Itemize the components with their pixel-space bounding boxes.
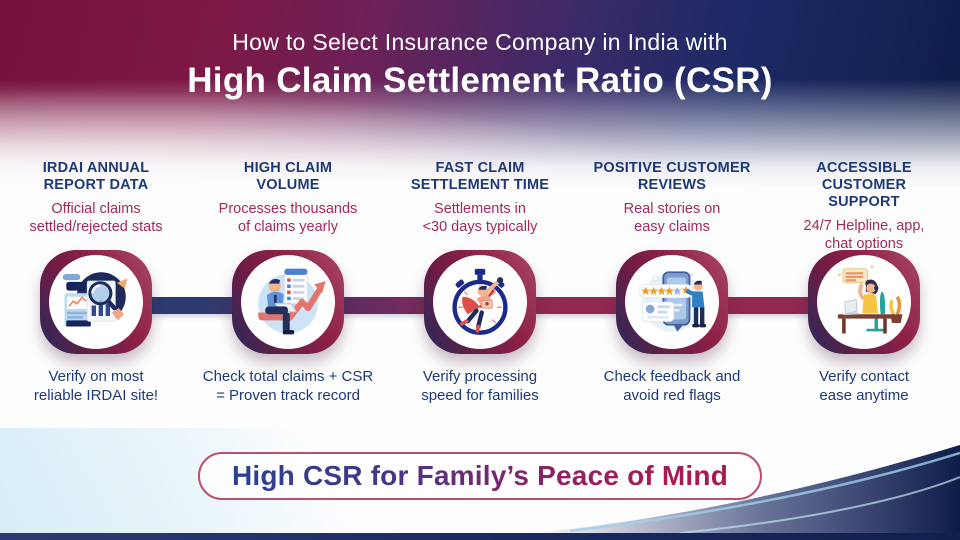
icon-badge-support bbox=[808, 250, 920, 354]
conclusion-banner-text: High CSR for Family’s Peace of Mind bbox=[231, 460, 729, 491]
conclusion-banner: High CSR for Family’s Peace of Mind bbox=[197, 452, 763, 500]
support-agent-icon bbox=[837, 265, 903, 334]
claims-growth-icon bbox=[258, 268, 326, 335]
icon-badge-speed bbox=[424, 250, 536, 354]
title-intro: How to Select Insurance Company in India… bbox=[232, 29, 728, 55]
page-title: High Claim Settlement Ratio (CSR) bbox=[187, 60, 773, 100]
report-analysis-icon bbox=[62, 272, 128, 327]
stopwatch-icon bbox=[452, 268, 508, 335]
bottom-right-swoosh bbox=[530, 445, 960, 533]
criterion-note-volume: Check total claims + CSR= Proven track r… bbox=[202, 368, 374, 404]
criteria-icons-row bbox=[0, 250, 960, 354]
header-background bbox=[0, 0, 960, 188]
criterion-subtitle: Settlements in<30 days typically bbox=[422, 201, 538, 235]
reviews-rating-icon bbox=[638, 271, 707, 332]
icon-badge-reviews bbox=[616, 250, 728, 354]
footer-bar bbox=[0, 533, 960, 540]
criterion-subtitle: 24/7 Helpline, app,chat options bbox=[803, 218, 925, 253]
header: How to Select Insurance Company in India… bbox=[0, 28, 960, 101]
icon-badge-volume bbox=[232, 250, 344, 354]
icon-badge-irdai bbox=[40, 250, 152, 354]
